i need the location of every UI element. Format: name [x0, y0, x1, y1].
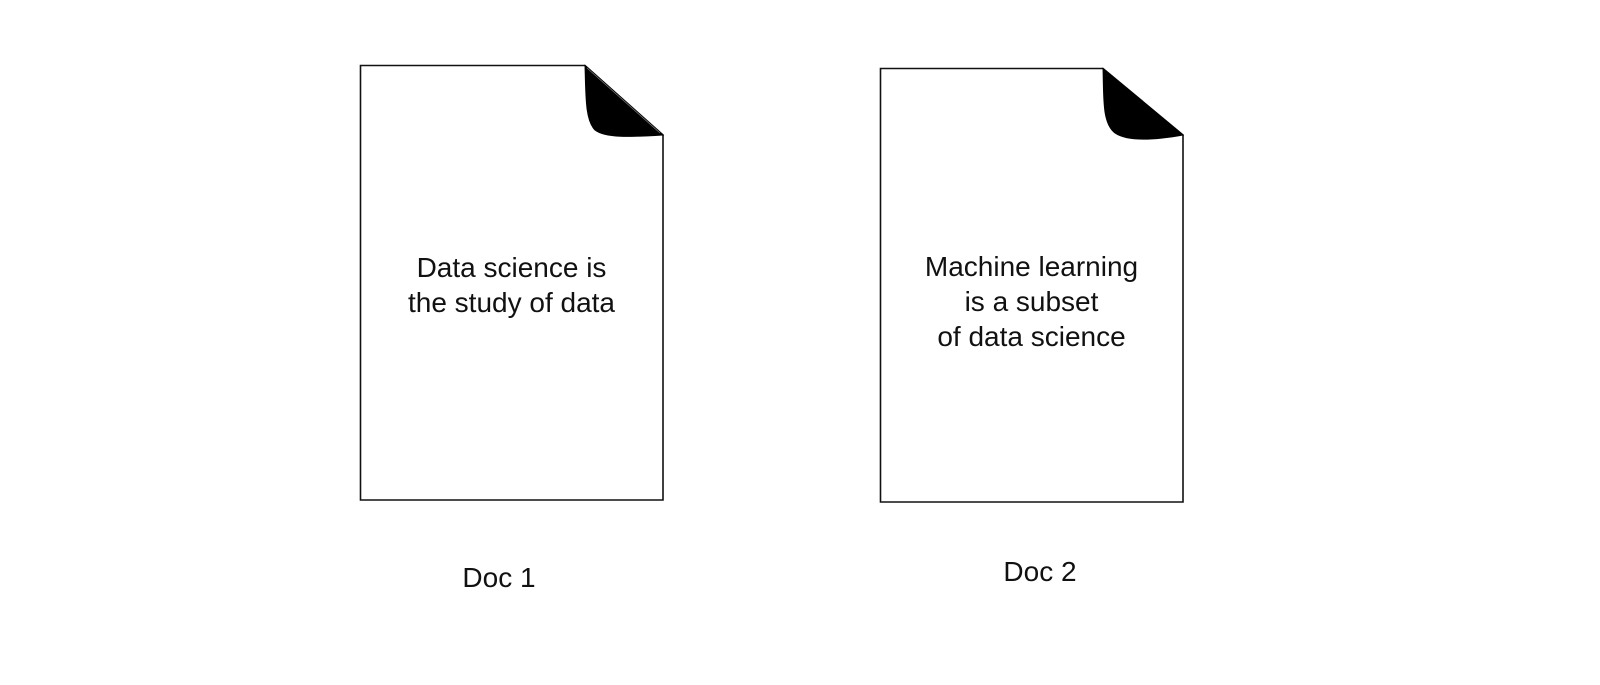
- text-line: of data science: [937, 321, 1126, 352]
- document-text: Machine learning is a subset of data sci…: [880, 249, 1183, 354]
- document-1-label: Doc 1: [462, 562, 536, 593]
- document-text: Data science is the study of data: [360, 250, 663, 320]
- document-2-label: Doc 2: [1003, 556, 1077, 587]
- document-page-icon: [879, 67, 1185, 503]
- text-line: Data science is: [416, 252, 607, 283]
- document-page-icon: [359, 64, 665, 501]
- text-line: the study of data: [407, 287, 616, 318]
- document-2: Machine learning is a subset of data sci…: [879, 67, 1185, 503]
- document-1: Data science is the study of data: [359, 64, 665, 501]
- text-line: is a subset: [964, 286, 1099, 317]
- text-line: Machine learning: [924, 251, 1139, 282]
